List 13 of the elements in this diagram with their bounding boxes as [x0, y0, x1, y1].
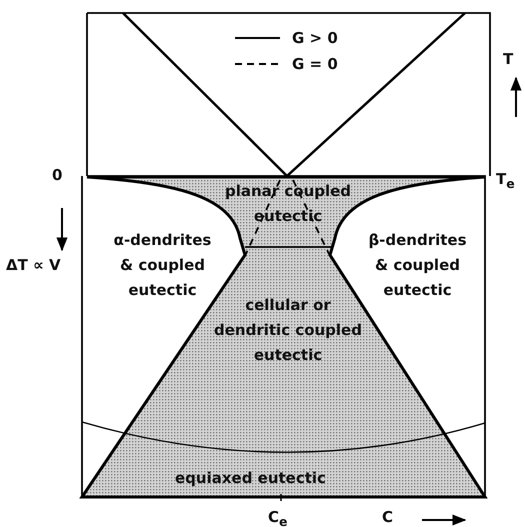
axis-label: ΔT ∝ V — [6, 255, 61, 276]
region-label: α-dendrites & coupled eutectic — [112, 230, 212, 301]
region-label: equiaxed eutectic — [175, 468, 326, 489]
axis-label: T$_{e}$ — [496, 169, 515, 193]
region-label: β-dendrites & coupled eutectic — [367, 230, 468, 301]
region-label: planar coupled eutectic — [224, 181, 352, 227]
legend-text: G > 0 — [292, 28, 338, 49]
axis-label: 0 — [52, 165, 62, 186]
axis-label: T — [503, 49, 514, 70]
legend-text: G = 0 — [292, 54, 338, 75]
region-label: cellular or dendritic coupled eutectic — [213, 295, 363, 366]
axis-label: C — [382, 507, 394, 527]
axis-label: C$_{e}$ — [268, 507, 288, 527]
